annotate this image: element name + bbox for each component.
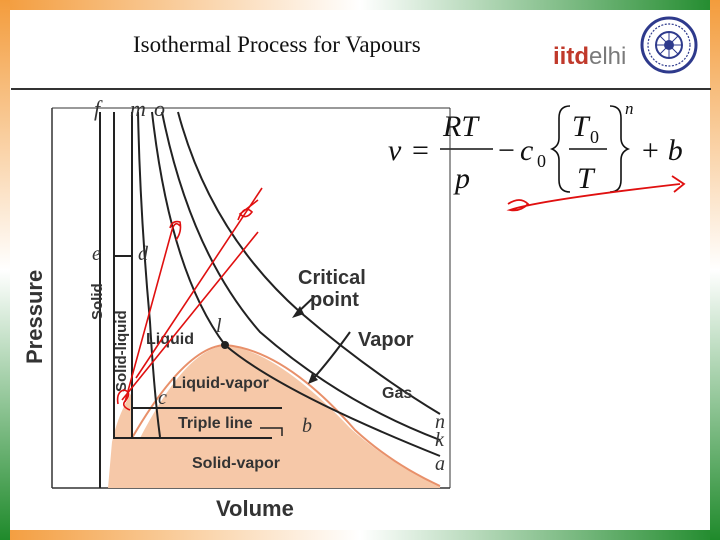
- header-divider: [11, 88, 711, 90]
- region-gas: Gas: [382, 385, 412, 402]
- solid-boundary-e: [113, 112, 132, 439]
- eq-RT: RT: [442, 110, 480, 143]
- region-liquid-vapor: Liquid-vapor: [172, 375, 269, 392]
- label-b: b: [302, 415, 312, 437]
- region-solid-vapor: Solid-vapor: [192, 455, 280, 472]
- label-d: d: [138, 243, 149, 265]
- eq-T0-subscript: 0: [590, 127, 599, 147]
- region-triple-line: Triple line: [178, 415, 253, 432]
- x-axis-label: Volume: [216, 496, 294, 521]
- eq-c: c: [520, 134, 533, 167]
- label-f: f: [94, 96, 103, 121]
- label-c: c: [158, 387, 167, 409]
- logo-wordmark-part1: iitd: [553, 43, 589, 70]
- region-solid: Solid: [89, 283, 106, 320]
- region-liquid: Liquid: [146, 331, 194, 348]
- eq-T: T: [577, 162, 596, 195]
- p-v-diagram: Pressure Volume f m o e d l c b n k a So…: [22, 96, 451, 521]
- eq-v: v: [388, 134, 402, 167]
- logo-wordmark: iitdelhi: [553, 43, 626, 71]
- triple-line-leader: [260, 427, 283, 436]
- eq-T0: T: [572, 110, 591, 143]
- label-o: o: [154, 96, 165, 121]
- label-a: a: [435, 453, 445, 475]
- label-l: l: [216, 315, 222, 337]
- label-e: e: [92, 243, 101, 265]
- critical-point-label-line2: point: [310, 289, 359, 311]
- label-k: k: [435, 429, 445, 451]
- logo-wordmark-part2: elhi: [589, 43, 627, 70]
- eq-exponent-n: n: [625, 99, 634, 118]
- label-n: n: [435, 411, 445, 433]
- y-axis-label: Pressure: [22, 270, 47, 364]
- slide-title: Isothermal Process for Vapours: [133, 32, 421, 57]
- isotherm-m: [137, 111, 161, 438]
- eq-minus: −: [498, 134, 515, 167]
- van-der-waals-like-equation: v = RT p − c 0 T 0 T n + b: [388, 99, 683, 195]
- critical-point-marker: [221, 341, 229, 349]
- region-solid-liquid: Solid-liquid: [113, 310, 130, 392]
- critical-point-label-line1: Critical: [298, 267, 366, 289]
- iit-delhi-logo: iitdelhi: [553, 14, 711, 76]
- eq-c-subscript: 0: [537, 151, 546, 171]
- iit-delhi-seal-icon: [640, 16, 698, 74]
- label-m: m: [130, 96, 146, 121]
- region-vapor: Vapor: [358, 329, 414, 351]
- eq-p: p: [453, 162, 470, 195]
- eq-equals: =: [412, 134, 429, 167]
- eq-plus-b: + b: [640, 134, 683, 167]
- vapor-arrow: [311, 331, 351, 381]
